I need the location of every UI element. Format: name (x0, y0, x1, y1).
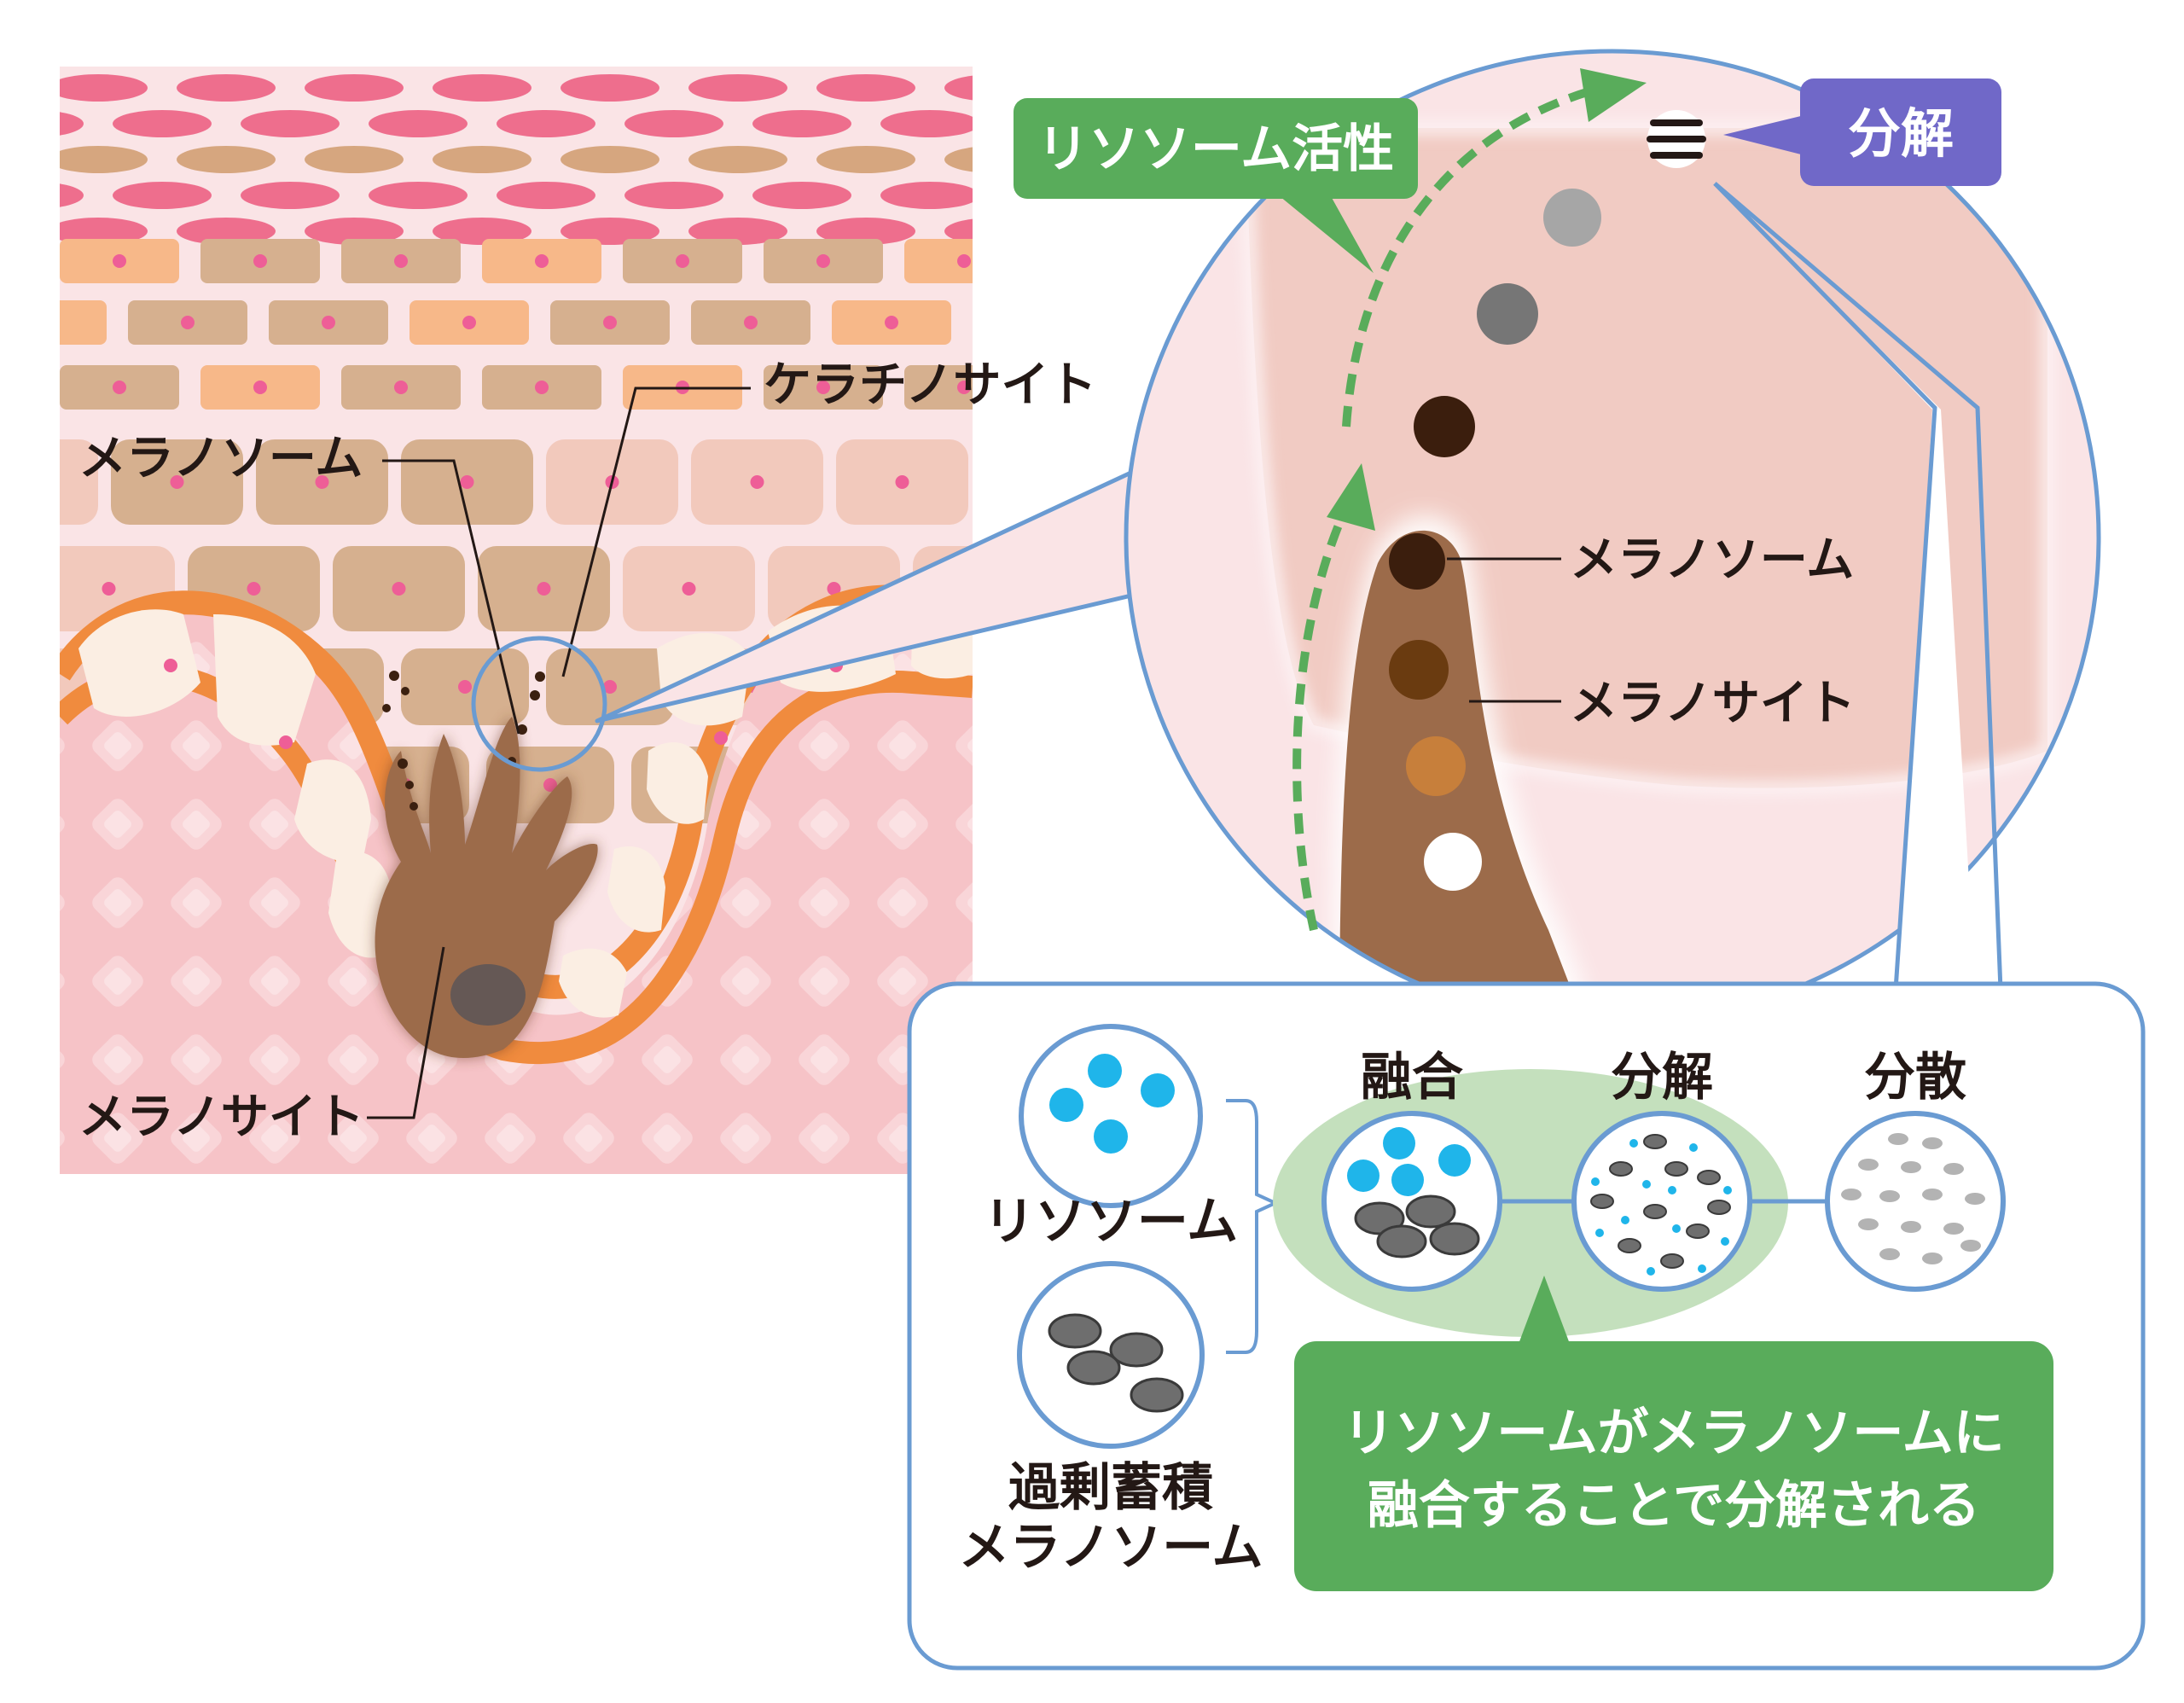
corneum-cell (0, 218, 20, 245)
process-panel: リソソーム 過剰蓄積 メラノソーム 融合 分解 分散 (907, 182, 2146, 1671)
keratinocyte (904, 239, 973, 283)
corneum-cell (60, 74, 148, 102)
step-decomposition-label: 分解 (1611, 1048, 1713, 1107)
corneum-cell (241, 182, 340, 209)
corneum-cell (561, 218, 659, 245)
melanosome-stages (1389, 110, 1706, 891)
corneum-cell (688, 74, 787, 102)
corneum-cell (113, 110, 212, 137)
arrowhead-upper (1580, 68, 1647, 122)
corneum-cell (497, 182, 595, 209)
keratinocyte (1045, 239, 1165, 283)
corneum-cell (60, 183, 84, 207)
corneum-cell (880, 110, 973, 137)
dispersion-circle (1825, 1111, 2006, 1292)
corneum-cell (433, 74, 531, 102)
corneum-cell (944, 218, 973, 244)
corneum-cell (944, 147, 973, 172)
corneum-cell (305, 74, 404, 102)
corneum-cell (816, 146, 915, 173)
corneum-cell (497, 110, 595, 137)
zoom-melanocyte-label: メラノサイト (1570, 676, 1856, 731)
corneum-cell (752, 110, 851, 137)
corneum-cell (816, 218, 915, 245)
stage-3-dot (1389, 640, 1449, 700)
keratinocyte (0, 365, 38, 410)
decomposition-label: 分解 (1848, 102, 1954, 165)
stratum-corneum (0, 74, 973, 245)
corneum-cell (561, 74, 659, 102)
corneum-cell (433, 146, 531, 173)
corneum-cell (60, 218, 148, 245)
corneum-cell (624, 182, 723, 209)
keratinocyte (981, 648, 1109, 725)
stage-1-dot (1424, 833, 1482, 891)
corneum-cell (305, 218, 404, 245)
excess-label-line2: メラノソーム (959, 1518, 1263, 1578)
magnifier-small-circle (471, 636, 607, 772)
corneum-cell (113, 182, 212, 209)
corneum-cell (305, 146, 404, 173)
corneum-cell (177, 218, 276, 245)
keratinocyte (1066, 747, 1194, 823)
keratinocyte (973, 300, 1092, 345)
keratinocyte-label: ケラチノサイト (764, 357, 1096, 413)
corneum-cell (60, 112, 84, 136)
arrowhead-lower (1327, 463, 1375, 531)
corneum-cell (241, 110, 340, 137)
basal-layer-band (60, 584, 973, 999)
keratinocyte (60, 300, 107, 345)
corneum-cell (369, 182, 468, 209)
caption-line1: リソソームがメラノソームに (1343, 1404, 2004, 1463)
corneum-cell (880, 182, 973, 209)
lysosome-circle (1019, 1024, 1203, 1208)
corneum-cell (561, 146, 659, 173)
corneum-cell (688, 218, 787, 245)
caption-line2: 融合することで分解される (1368, 1476, 1980, 1536)
step-dispersion-label: 分散 (1864, 1048, 1966, 1107)
corneum-cell (944, 75, 973, 101)
keratinocyte (60, 439, 98, 525)
corneum-cell (688, 146, 787, 173)
stage-5-dot (1414, 396, 1475, 457)
corneum-cell (0, 146, 20, 173)
keratinocyte (0, 546, 30, 631)
lysosome-label: リソソーム (984, 1192, 1238, 1252)
melanocyte-label: メラノサイト (78, 1090, 364, 1145)
stage-6-dot (1477, 283, 1538, 345)
keratinocyte (0, 239, 38, 283)
decomposed-melanosome-icon (1647, 110, 1706, 168)
zoom-melanosome-label: メラノソーム (1570, 532, 1854, 588)
lysosome-activity-callout: リソソーム活性 (1014, 98, 1418, 273)
stage-7-dot (1543, 189, 1601, 247)
melanosome-label: メラノソーム (78, 431, 363, 486)
melanocyte-cell (375, 671, 598, 1058)
decomposition-callout: 分解 (1723, 78, 2001, 186)
zoom-view: メラノソーム メラノサイト リソソーム活性 分解 (595, 49, 2101, 1026)
corneum-cell (752, 182, 851, 209)
stage-2-dot (1406, 736, 1466, 796)
corneum-cell (177, 146, 276, 173)
caption-box (1294, 1341, 2053, 1591)
corneum-cell (433, 218, 531, 245)
corneum-cell (60, 146, 148, 173)
corneum-cell (816, 74, 915, 102)
excess-label-line1: 過剰蓄積 (1008, 1458, 1213, 1518)
lysosome-activity-label: リソソーム活性 (1037, 119, 1394, 179)
corneum-cell (177, 74, 276, 102)
corneum-cell (0, 74, 20, 102)
stage-4-dot (1389, 533, 1445, 590)
skin-leader-lines (367, 387, 751, 1119)
corneum-cell (624, 110, 723, 137)
corneum-cell (369, 110, 468, 137)
step-fusion-label: 融合 (1361, 1048, 1463, 1107)
keratinocyte (904, 365, 973, 410)
